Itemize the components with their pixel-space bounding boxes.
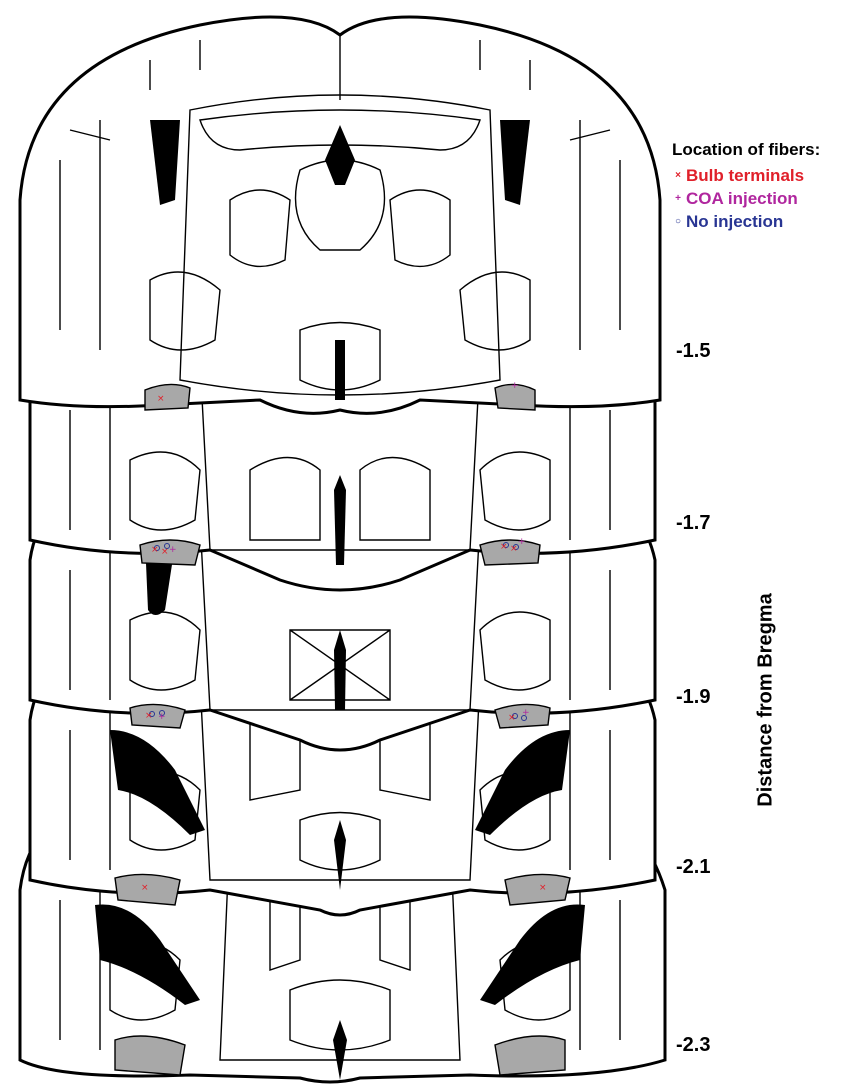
svg-text:×: × [508,713,516,723]
legend-label: COA injection [686,189,798,209]
svg-text:×: × [161,547,169,557]
level-label: -2.1 [676,856,710,879]
legend-item-coa-injection: + COA injection [672,187,820,210]
cortical-amygdala-region [145,384,190,410]
legend-item-bulb-terminals: × Bulb terminals [672,164,820,187]
level-label: -2.3 [676,1034,710,1057]
svg-text:×: × [510,544,518,554]
fiber-legend: Location of fibers: × Bulb terminals + C… [672,140,820,233]
legend-label: Bulb terminals [686,166,804,186]
level-label: -1.7 [676,512,710,535]
bulb-terminal-marker: × [539,883,547,893]
svg-text:+: + [158,712,166,722]
plus-icon: + [672,194,684,204]
brain-section-minus-1-5 [20,17,660,413]
bulb-terminal-marker: × [141,883,149,893]
svg-text:×: × [151,545,159,555]
level-label: -1.9 [676,686,710,709]
cortical-amygdala-region [115,1036,185,1075]
svg-text:+: + [518,537,526,547]
svg-text:+: + [169,545,177,555]
legend-label: No injection [686,212,783,232]
cortical-amygdala-region [495,1036,565,1075]
legend-title: Location of fibers: [672,140,820,160]
ventricle [334,475,346,565]
bulb-terminal-marker: × [157,394,165,404]
legend-item-no-injection: ○ No injection [672,210,820,233]
svg-text:+: + [522,708,530,718]
ventricle [335,340,345,400]
cortical-amygdala-region [505,874,570,905]
cross-icon: × [672,171,684,181]
svg-text:×: × [500,542,508,552]
axis-label: Distance from Bregma [755,593,778,806]
level-label: -1.5 [676,340,710,363]
coa-injection-marker: + [511,381,519,391]
svg-text:×: × [145,711,153,721]
circle-icon: ○ [672,217,684,227]
